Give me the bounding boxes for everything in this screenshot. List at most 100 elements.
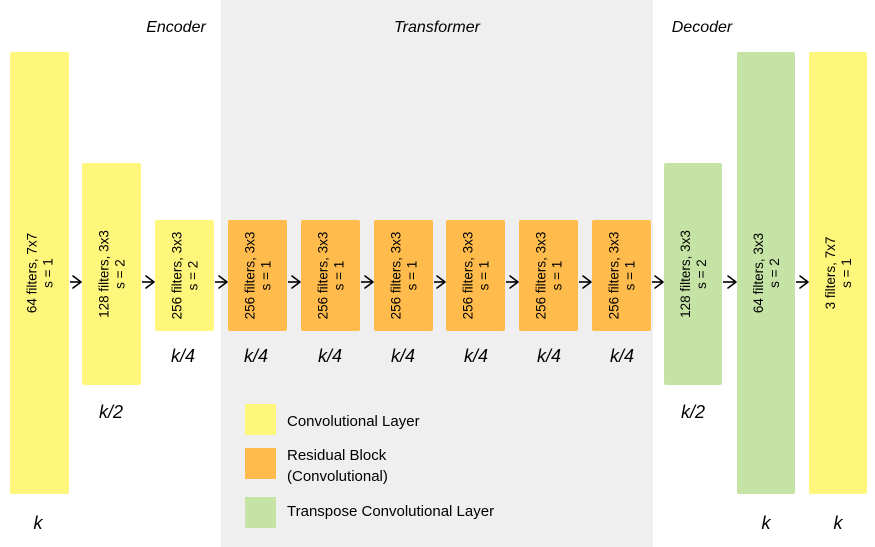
spatial-size-label: k/4 — [171, 346, 195, 366]
convolutional-layer-box — [155, 220, 214, 331]
layer-params-text: 256 filters, 3x3s = 1 — [534, 232, 565, 320]
arrow-head-icon — [72, 275, 82, 289]
spatial-size-label: k/4 — [610, 346, 634, 366]
stride-label: s = 1 — [550, 261, 565, 291]
spatial-size-label: k/4 — [464, 346, 488, 366]
stride-label: s = 2 — [694, 259, 709, 289]
filters-label: 128 filters, 3x3 — [678, 230, 693, 318]
flow-arrow — [142, 275, 155, 289]
spatial-size-label: k/4 — [244, 346, 268, 366]
legend-label: Convolutional Layer — [287, 413, 420, 430]
stride-label: s = 1 — [405, 261, 420, 291]
legend-label: (Convolutional) — [287, 468, 388, 485]
transpose-layer-box — [737, 52, 795, 494]
convolutional-layer-box — [10, 52, 69, 494]
layer-block-res-6: 256 filters, 3x3s = 1k/4 — [592, 220, 651, 366]
filters-label: 64 filters, 3x3 — [751, 233, 766, 313]
layer-block-dec-2: 64 filters, 3x3s = 2 k — [737, 52, 795, 533]
layer-block-res-4: 256 filters, 3x3s = 1 k/4 — [446, 220, 505, 366]
flow-arrow — [796, 275, 809, 289]
residual-layer-box — [374, 220, 433, 331]
flow-arrow — [70, 275, 82, 289]
layer-params-text: 128 filters, 3x3s = 2 — [97, 230, 128, 318]
filters-label: 256 filters, 3x3 — [461, 232, 476, 320]
layer-params-text: 64 filters, 3x3s = 2 — [751, 233, 782, 313]
layer-block-enc-2: 128 filters, 3x3s = 2 k/2 — [82, 163, 141, 422]
flow-arrow — [723, 275, 737, 289]
layer-params-text: 256 filters, 3x3s = 1 — [243, 232, 274, 320]
arrow-head-icon — [291, 275, 301, 289]
residual-layer-box — [446, 220, 505, 331]
residual-layer-box — [592, 220, 651, 331]
residual-layer-box — [228, 220, 287, 331]
layer-params-text: 64 filters, 7x7s = 1 — [25, 233, 56, 313]
flow-arrow — [288, 275, 301, 289]
stride-label: s = 2 — [186, 261, 201, 291]
layer-params-text: 128 filters, 3x3s = 2 — [678, 230, 709, 318]
spatial-size-label: k/2 — [681, 402, 705, 422]
filters-label: 3 filters, 7x7 — [823, 237, 838, 310]
flow-arrow — [652, 275, 664, 289]
layer-block-dec-1: 128 filters, 3x3s = 2 k/2 — [664, 163, 722, 422]
layer-block-dec-3: 3 filters, 7x7s = 1 k — [809, 52, 867, 533]
arrow-head-icon — [364, 275, 374, 289]
filters-label: 64 filters, 7x7 — [25, 233, 40, 313]
layer-block-res-5: 256 filters, 3x3s = 1 k/4 — [519, 220, 578, 366]
legend-item-transpose: Transpose Convolutional Layer — [245, 497, 494, 528]
legend-item-residual: Residual Block (Convolutional) — [245, 447, 388, 485]
layer-params-text: 256 filters, 3x3s = 2 — [170, 232, 201, 320]
filters-label: 256 filters, 3x3 — [534, 232, 549, 320]
spatial-size-label: k/4 — [391, 346, 415, 366]
filters-label: 256 filters, 3x3 — [607, 232, 622, 320]
legend-swatch — [245, 448, 276, 479]
filters-label: 256 filters, 3x3 — [389, 232, 404, 320]
arrow-head-icon — [654, 275, 664, 289]
stride-label: s = 1 — [41, 258, 56, 288]
layer-block-enc-1: 64 filters, 7x7s = 1k — [10, 52, 69, 533]
spatial-size-label: k/2 — [99, 402, 123, 422]
arrow-head-icon — [799, 275, 809, 289]
filters-label: 256 filters, 3x3 — [316, 232, 331, 320]
legend-item-convolutional: Convolutional Layer — [245, 404, 420, 435]
layer-params-text: 256 filters, 3x3s = 1 — [389, 232, 420, 320]
arrow-head-icon — [145, 275, 155, 289]
stride-label: s = 2 — [113, 259, 128, 289]
stride-label: s = 1 — [477, 261, 492, 291]
arrow-head-icon — [582, 275, 592, 289]
stride-label: s = 1 — [839, 258, 854, 288]
flow-arrow — [215, 275, 228, 289]
flow-arrow — [434, 275, 446, 289]
layer-params-text: 256 filters, 3x3s = 1 — [316, 232, 347, 320]
arrow-head-icon — [727, 275, 737, 289]
spatial-size-label: k/4 — [318, 346, 342, 366]
convolutional-layer-box — [809, 52, 867, 494]
legend-swatch — [245, 497, 276, 528]
spatial-size-label: k — [762, 513, 772, 533]
flow-arrow — [361, 275, 374, 289]
layer-block-res-3: 256 filters, 3x3s = 1 k/4 — [374, 220, 433, 366]
arrow-head-icon — [218, 275, 228, 289]
layer-params-text: 3 filters, 7x7s = 1 — [823, 237, 854, 310]
residual-layer-box — [301, 220, 360, 331]
legend-swatch — [245, 404, 276, 435]
layer-block-enc-3: 256 filters, 3x3s = 2 k/4 — [155, 220, 214, 366]
spatial-size-label: k/4 — [537, 346, 561, 366]
encoder-title: Encoder — [146, 19, 206, 36]
stride-label: s = 1 — [332, 261, 347, 291]
spatial-size-label: k — [834, 513, 844, 533]
layer-params-text: 256 filters, 3x3s = 1 — [461, 232, 492, 320]
convolutional-layer-box — [82, 163, 141, 385]
layer-block-res-1: 256 filters, 3x3s = 1 k/4 — [228, 220, 287, 366]
filters-label: 256 filters, 3x3 — [243, 232, 258, 320]
stride-label: s = 1 — [259, 261, 274, 291]
arrow-head-icon — [436, 275, 446, 289]
transformer-title: Transformer — [394, 19, 481, 36]
layer-block-res-2: 256 filters, 3x3s = 1 k/4 — [301, 220, 360, 366]
legend-label: Transpose Convolutional Layer — [287, 503, 494, 520]
legend-label: Residual Block — [287, 447, 387, 464]
flow-arrows — [70, 275, 809, 289]
filters-label: 256 filters, 3x3 — [170, 232, 185, 320]
